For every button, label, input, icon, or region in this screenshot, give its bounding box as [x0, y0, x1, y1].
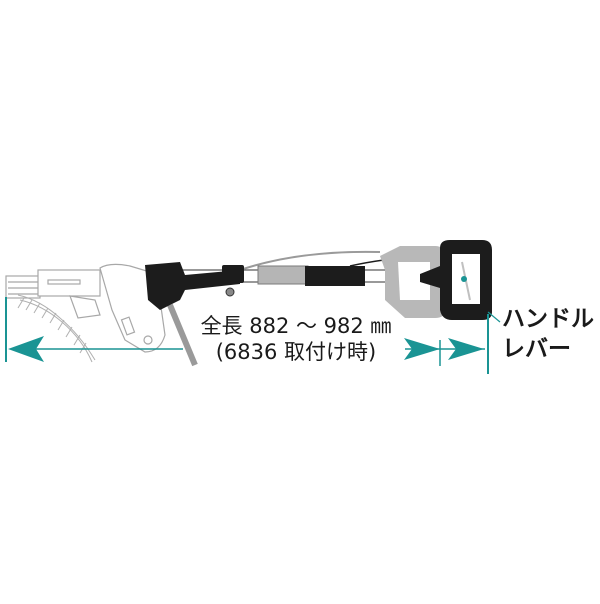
gray-handle-outline: [380, 246, 445, 318]
screwdriver-body: [5, 263, 166, 353]
handle-lever-label-line1: ハンドル: [502, 306, 594, 332]
callout-leader: [487, 311, 501, 323]
model-note-label: (6836 取付け時): [215, 340, 377, 364]
overall-length-label: 全長 882 ～ 982 ㎜: [200, 314, 392, 338]
d-handle: [420, 240, 492, 320]
dimension-arrows: [5, 297, 489, 374]
handle-lever-label-line2: レバー: [502, 336, 571, 362]
attachment-grip: [145, 262, 244, 310]
